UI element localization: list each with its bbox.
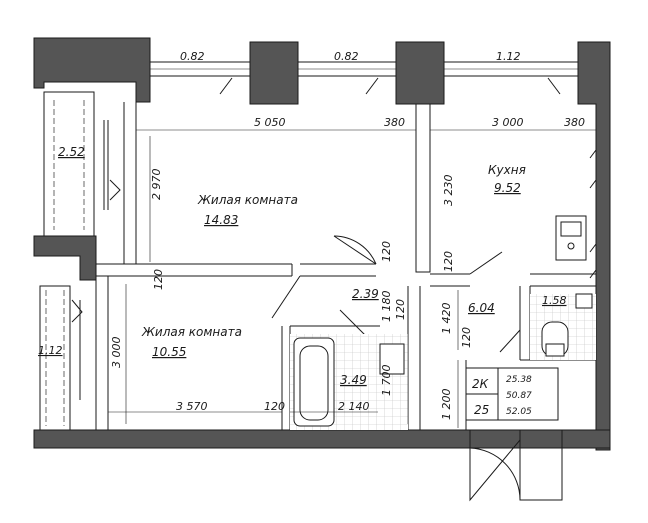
dim-living1-width: 5 050 [254, 116, 286, 129]
dim-wall-380-b: 380 [564, 116, 585, 129]
summary-total-with-balcony: 52.05 [506, 407, 532, 417]
dim-wall-120-e: 120 [460, 327, 473, 348]
summary-type: 2К [472, 377, 489, 391]
wc [530, 293, 596, 360]
room-living2-area: 10.55 [152, 345, 186, 359]
wall-bottom [33, 429, 611, 449]
room-balcony1-area: 2.52 [58, 145, 85, 159]
dim-corridor-depth: 1 180 [380, 291, 393, 323]
summary-floor: 25 [474, 403, 489, 417]
dim-hall-depth-b: 1 200 [440, 389, 453, 421]
room-wc-area: 1.58 [542, 294, 567, 307]
door-swings [271, 235, 563, 502]
dim-living2-depth: 3 000 [110, 337, 123, 369]
window-3-width: 1.12 [496, 50, 521, 63]
summary-living-area: 25.38 [506, 375, 532, 385]
kitchen-sink [555, 149, 597, 279]
bathroom [290, 334, 408, 430]
washbasin [379, 343, 405, 375]
dim-wall-120-c: 120 [152, 269, 165, 290]
dim-wall-120-f: 120 [264, 400, 285, 413]
dimension-lines [108, 129, 596, 428]
dim-kitchen-depth: 3 230 [442, 175, 455, 207]
wall-pier-2 [395, 41, 445, 105]
dim-wall-120-a: 120 [380, 241, 393, 262]
room-hall-area: 6.04 [468, 301, 495, 315]
wall-pier-1 [249, 41, 299, 105]
room-living1-area: 14.83 [204, 213, 238, 227]
room-kitchen-area: 9.52 [494, 181, 521, 195]
window-2-width: 0.82 [334, 50, 359, 63]
room-living1-name: Жилая комната [197, 193, 298, 207]
wall-left-pier [33, 235, 97, 281]
dim-living1-depth: 2 970 [150, 169, 163, 201]
dim-wall-120-b: 120 [442, 251, 455, 272]
balcony-upper [43, 91, 121, 237]
window-1-width: 0.82 [180, 50, 205, 63]
exterior-walls [33, 37, 611, 451]
wc-sink [575, 293, 593, 309]
dim-wall-120-d: 120 [394, 299, 407, 320]
room-kitchen-name: Кухня [488, 163, 526, 177]
room-balcony2-area: 1.12 [38, 344, 63, 357]
balcony-lower [39, 285, 83, 431]
dim-hall-depth-a: 1 420 [440, 303, 453, 335]
dim-living2-width: 3 570 [176, 400, 208, 413]
dim-bath-depth: 1 700 [380, 365, 393, 397]
dim-kitchen-width: 3 000 [492, 116, 524, 129]
dim-wall-380-a: 380 [384, 116, 405, 129]
summary-total-area: 50.87 [506, 391, 532, 401]
room-bath-area: 3.49 [340, 373, 367, 387]
wall-top-left-pier [33, 37, 151, 103]
room-living2-name: Жилая комната [141, 325, 242, 339]
wall-top-right-corner [577, 41, 611, 451]
dim-bath-width: 2 140 [338, 400, 370, 413]
room-corridor-area: 2.39 [352, 287, 379, 301]
